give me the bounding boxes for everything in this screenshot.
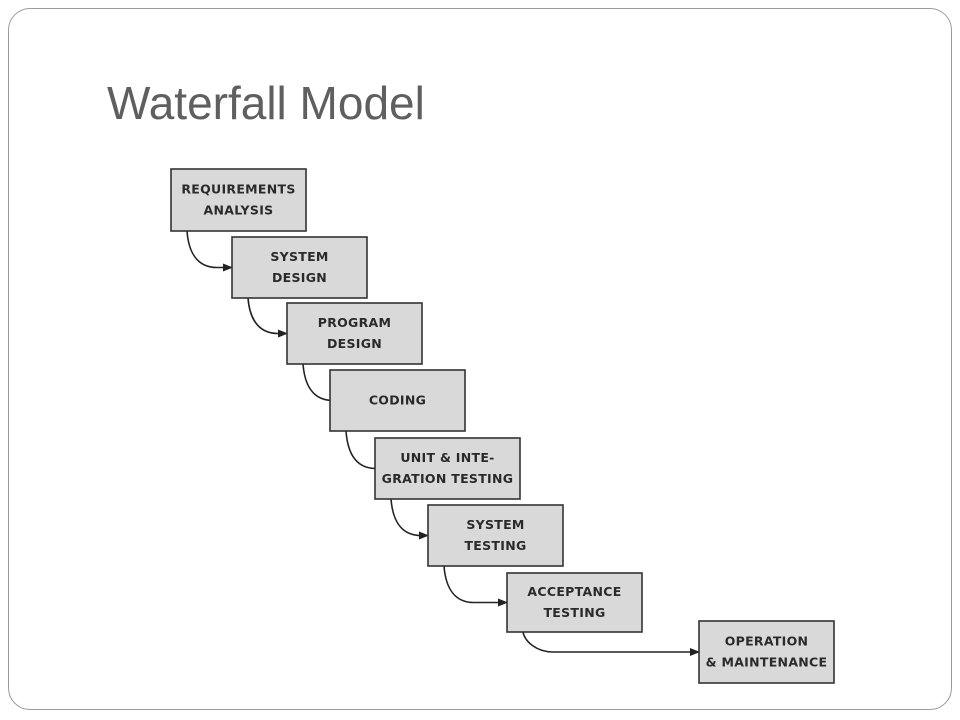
step-box: UNIT & INTE- GRATION TESTING xyxy=(374,437,521,500)
slide-title: Waterfall Model xyxy=(107,77,425,129)
step-label: DESIGN xyxy=(327,336,382,351)
step-label: SYSTEM xyxy=(466,517,524,532)
step-box: SYSTEM DESIGN xyxy=(231,236,368,299)
step-label: CODING xyxy=(369,393,426,408)
step-box-group: REQUIREMENTS ANALYSIS SYSTEM DESIGN PROGRAM D… xyxy=(170,168,835,684)
connector-arrow xyxy=(522,631,700,656)
connector-arrow xyxy=(186,230,233,272)
step-label: UNIT & INTE- xyxy=(400,450,494,465)
step-box-rect xyxy=(329,369,466,432)
connector-arrow xyxy=(302,363,339,405)
step-box: REQUIREMENTS ANALYSIS xyxy=(170,168,307,232)
step-box-rect xyxy=(506,572,643,633)
step-box-rect xyxy=(374,437,521,500)
step-label: REQUIREMENTS xyxy=(181,182,295,197)
step-label: GRATION TESTING xyxy=(382,471,514,486)
step-label: SYSTEM xyxy=(270,249,328,264)
step-box: ACCEPTANCE TESTING xyxy=(506,572,643,633)
step-box-rect xyxy=(170,168,307,232)
step-box: OPERATION & MAINTENANCE xyxy=(698,620,835,684)
slide-frame xyxy=(8,8,952,710)
connector-arrow xyxy=(443,565,508,607)
step-label: TESTING xyxy=(543,605,605,620)
step-label: DESIGN xyxy=(272,270,327,285)
step-box: PROGRAM DESIGN xyxy=(286,302,423,365)
connector-arrow xyxy=(390,498,429,540)
step-label: TESTING xyxy=(464,538,526,553)
step-box-rect xyxy=(231,236,368,299)
step-box-rect xyxy=(427,504,564,567)
step-label: PROGRAM xyxy=(318,315,392,330)
step-box-rect xyxy=(698,620,835,684)
step-label: ANALYSIS xyxy=(204,203,274,218)
step-label: & MAINTENANCE xyxy=(706,655,828,670)
step-label: OPERATION xyxy=(725,634,809,649)
step-box: SYSTEM TESTING xyxy=(427,504,564,567)
step-box-rect xyxy=(286,302,423,365)
step-label: ACCEPTANCE xyxy=(527,584,621,599)
step-box: CODING xyxy=(329,369,466,432)
connector-arrow xyxy=(345,430,384,473)
connector-arrow xyxy=(247,297,288,338)
